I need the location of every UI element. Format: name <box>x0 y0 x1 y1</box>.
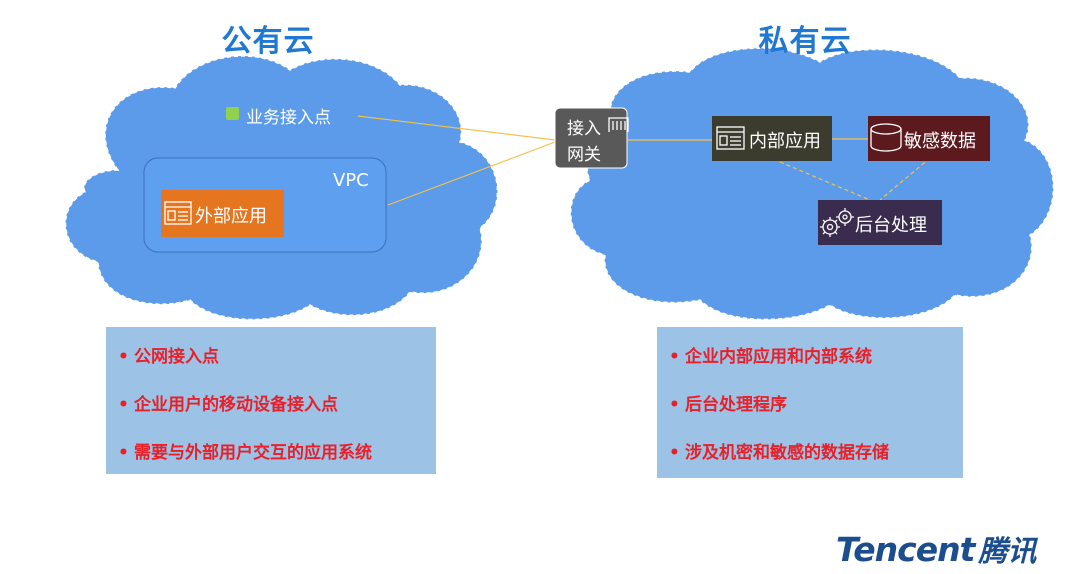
bullet-text: 需要与外部用户交互的应用系统 <box>134 443 372 463</box>
bullet-symbol: • <box>118 443 129 463</box>
connector-lines <box>357 115 931 206</box>
brand-en: Tencent <box>836 530 975 569</box>
bullet-text: 企业内部应用和内部系统 <box>685 347 872 367</box>
gateway-label-line2: 网关 <box>567 145 601 165</box>
access-point-label: 业务接入点 <box>246 108 331 128</box>
backend-label: 后台处理 <box>855 215 927 236</box>
list-item: •涉及机密和敏感的数据存储 <box>669 437 963 485</box>
bullet-symbol: • <box>118 347 129 367</box>
bullet-symbol: • <box>669 395 680 415</box>
public-cloud-title: 公有云 <box>221 24 315 59</box>
public-cloud-bullets: •公网接入点 •企业用户的移动设备接入点 •需要与外部用户交互的应用系统 <box>106 327 436 474</box>
list-item: •企业内部应用和内部系统 <box>669 341 963 389</box>
window-icon <box>164 201 192 225</box>
list-item: •需要与外部用户交互的应用系统 <box>118 437 436 485</box>
vpc-label: VPC <box>333 170 369 191</box>
list-item: •后台处理程序 <box>669 389 963 437</box>
private-cloud-title: 私有云 <box>758 24 852 59</box>
backend-box <box>818 200 942 245</box>
external-app-box <box>161 190 284 237</box>
external-app-label: 外部应用 <box>195 206 267 227</box>
internal-app-box <box>712 116 832 161</box>
internal-app-label: 内部应用 <box>749 131 821 152</box>
sensitive-data-label: 敏感数据 <box>904 131 976 152</box>
list-item: •企业用户的移动设备接入点 <box>118 389 436 437</box>
bullet-text: 涉及机密和敏感的数据存储 <box>685 443 889 463</box>
bullet-symbol: • <box>669 443 680 463</box>
gateway-label-line1: 接入 <box>567 119 601 139</box>
database-icon <box>870 123 902 152</box>
access-point-marker <box>226 107 239 120</box>
list-item: •公网接入点 <box>118 341 436 389</box>
bullet-symbol: • <box>669 347 680 367</box>
window-icon <box>716 126 745 150</box>
brand-cn: 腾讯 <box>978 534 1037 568</box>
gateway-icon <box>608 117 629 132</box>
private-cloud-shape <box>569 47 1055 321</box>
gears-icon <box>820 208 854 237</box>
private-cloud-bullets: •企业内部应用和内部系统 •后台处理程序 •涉及机密和敏感的数据存储 <box>657 327 963 478</box>
bullet-text: 公网接入点 <box>134 347 219 367</box>
bullet-text: 后台处理程序 <box>685 395 787 415</box>
bullet-symbol: • <box>118 395 129 415</box>
bullet-text: 企业用户的移动设备接入点 <box>134 395 338 415</box>
